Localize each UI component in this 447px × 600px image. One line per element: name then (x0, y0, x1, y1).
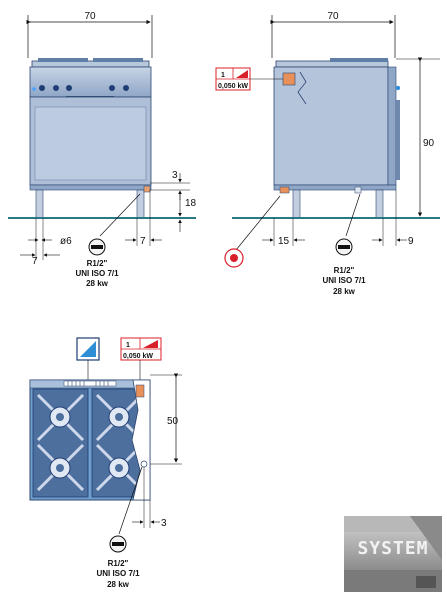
top-gas-line1: R1/2" (108, 559, 129, 568)
side-gas-line1: R1/2" (334, 266, 355, 275)
gas-inlet (143, 185, 151, 193)
electrical-box (282, 72, 296, 86)
control-panel (29, 66, 152, 98)
side-gas-inlet (279, 186, 290, 194)
inlet-dia-dim: ø6 (60, 236, 72, 247)
front-view: 70 3 18 (8, 11, 197, 288)
knob-icon (39, 85, 45, 91)
front-offset-dim: 9 (408, 236, 414, 247)
rear-offset-dim: 15 (278, 236, 290, 247)
front-width-dim: 70 (84, 11, 96, 22)
top-offset-dim: 3 (161, 518, 167, 529)
top-view: 1 0,050 kW (29, 337, 182, 589)
pan-support-left (38, 58, 88, 62)
top-depth-dim: 50 (167, 416, 179, 427)
gas-line3: 28 kw (86, 279, 109, 288)
leg-right (136, 189, 145, 219)
top-gas-line2: UNI ISO 7/1 (96, 569, 140, 578)
top-gas-line3: 28 kw (107, 580, 130, 589)
inlet-elev-dim: 18 (185, 198, 197, 209)
knob-icon (66, 85, 72, 91)
knob-profile-icon (395, 85, 401, 91)
elec-tag-power: 0,050 kW (218, 83, 248, 90)
side-height-dim: 90 (423, 138, 435, 149)
side-view: 70 1 0,050 kW 90 15 (215, 11, 440, 296)
top-power-icon (143, 340, 158, 348)
knob-icon (109, 85, 115, 91)
top-elec-tag-number: 1 (126, 342, 130, 349)
pan-support-right (93, 58, 143, 62)
indicator-light-icon (32, 87, 36, 91)
front-panel-edge (387, 66, 397, 186)
gas-line1: R1/2" (87, 259, 108, 268)
knob-icon (123, 85, 129, 91)
gas-line2: UNI ISO 7/1 (75, 269, 119, 278)
power-icon (236, 70, 248, 78)
leg-left (35, 189, 44, 219)
side-gas-line3: 28 kw (333, 287, 356, 296)
side-depth-dim: 70 (327, 11, 339, 22)
inlet-height-dim: 3 (172, 170, 178, 181)
knob-icon (53, 85, 59, 91)
side-gas-line2: UNI ISO 7/1 (322, 276, 366, 285)
right-offset-dim: 7 (140, 236, 146, 247)
system-logo: SYSTEM (344, 516, 442, 592)
logo-text: SYSTEM (357, 538, 428, 559)
top-gas-inlet (140, 460, 148, 468)
knob-row (39, 85, 129, 91)
elec-tag-number: 1 (221, 72, 225, 79)
top-elec-tag-power: 0,050 kW (123, 353, 153, 360)
foot-gap-dim: 7 (32, 256, 38, 267)
grate-left (32, 388, 89, 498)
side-body (273, 66, 389, 186)
flue-vent (63, 380, 117, 387)
top-elec-box (135, 384, 145, 398)
